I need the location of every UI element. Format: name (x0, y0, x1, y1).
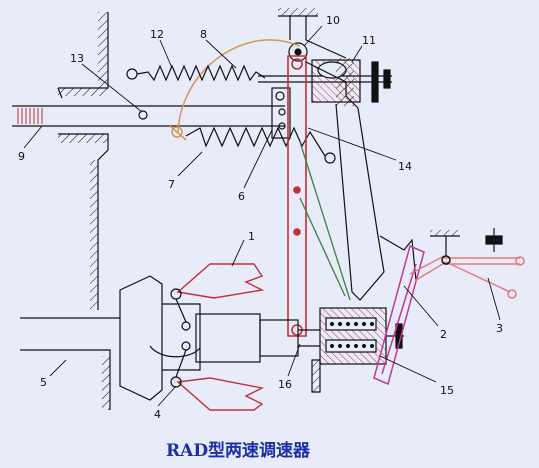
label-7: 7 (168, 178, 175, 191)
link-6 (271, 87, 291, 139)
spring-pack-15 (311, 307, 404, 393)
label-6: 6 (238, 190, 245, 203)
main-lever-16 (287, 55, 307, 337)
label-3: 3 (496, 322, 503, 335)
label-15: 15 (440, 384, 454, 397)
label-13: 13 (70, 52, 84, 65)
label-8: 8 (200, 28, 207, 41)
label-16: 16 (278, 378, 292, 391)
green-links (299, 141, 351, 301)
lever-2 (373, 244, 425, 386)
label-10: 10 (326, 14, 340, 27)
control-rack (12, 105, 285, 127)
label-4: 4 (154, 408, 161, 421)
diagram-caption: RAD型两速调速器 (166, 440, 311, 461)
guide-lever-14 (305, 58, 417, 301)
label-14: 14 (398, 160, 412, 173)
flyweight-hub (119, 275, 320, 401)
accelerator-lever-3 (409, 255, 525, 299)
leader-lines (23, 25, 501, 407)
governor-housing (20, 12, 120, 410)
label-9: 9 (18, 150, 25, 163)
spring-7 (185, 126, 336, 164)
label-1: 1 (248, 230, 255, 243)
label-11: 11 (362, 34, 376, 47)
flyweight-1 (176, 263, 265, 411)
label-5: 5 (40, 376, 47, 389)
floating-lever-8 (169, 39, 301, 141)
label-2: 2 (440, 328, 447, 341)
spring-12 (126, 64, 266, 82)
flyweight-pins (170, 288, 191, 388)
right-bracket (430, 228, 503, 256)
adjusting-screw-11 (258, 59, 392, 103)
label-12: 12 (150, 28, 164, 41)
part-labels: 1 2 3 4 5 6 7 8 9 10 11 12 13 14 15 16 (18, 14, 503, 421)
